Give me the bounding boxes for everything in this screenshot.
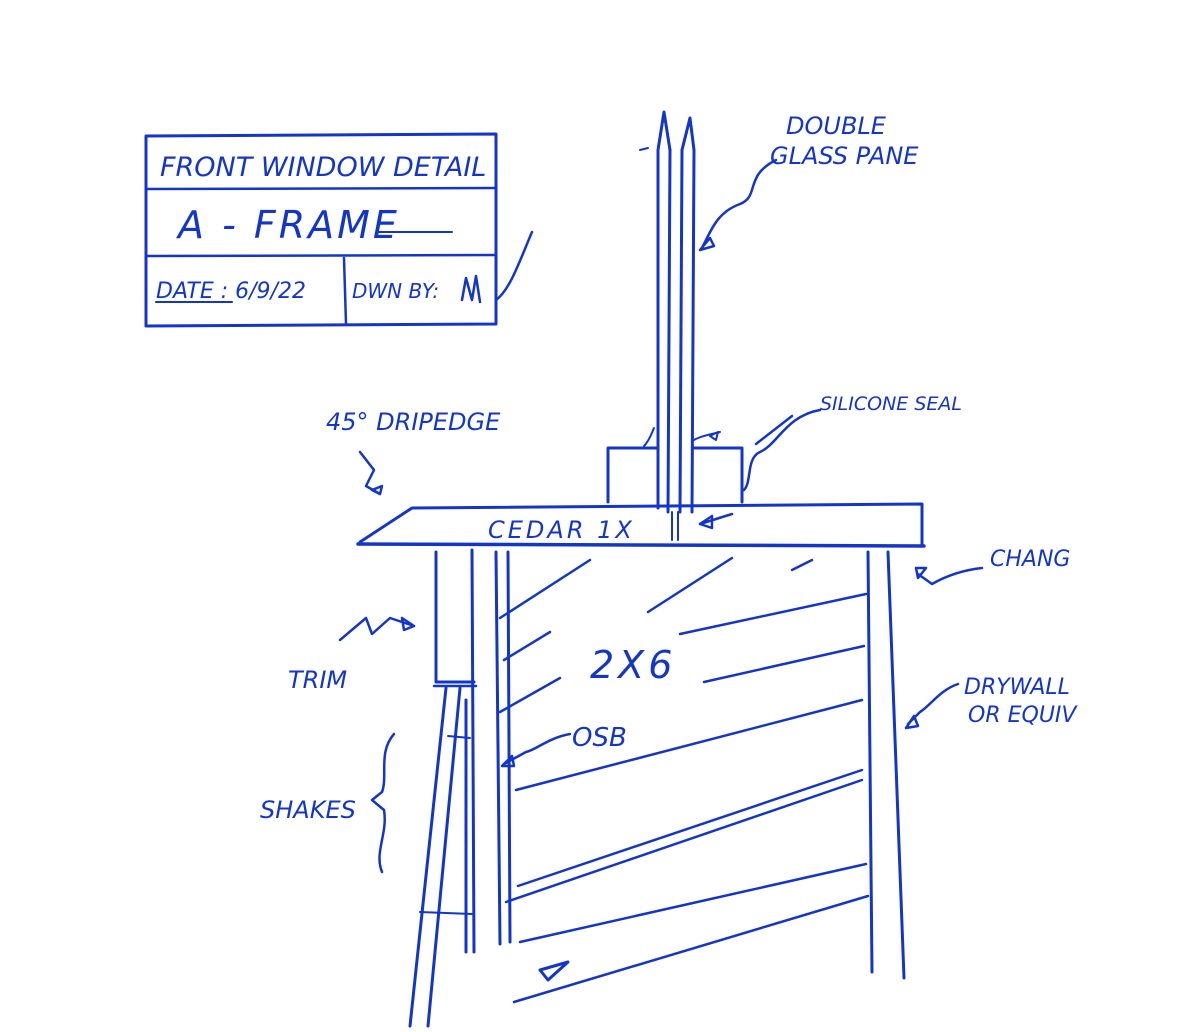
chang-leader — [916, 566, 984, 586]
glass-leader — [700, 158, 778, 250]
osb-label: OSB — [572, 723, 627, 753]
date-text: DATE : 6/9/22 — [156, 279, 306, 304]
shakes-label: SHAKES — [260, 796, 356, 824]
osb-sheathing — [470, 548, 502, 954]
drywall-leader — [906, 682, 960, 726]
drywall-label-line2: OR EQUIV — [968, 703, 1078, 728]
chang-label: CHANG — [990, 547, 1070, 572]
title-block: FRONT WINDOW DETAIL A - FRAME DATE : 6/9… — [144, 132, 534, 328]
drawn-by-text: DWN BY: — [352, 279, 439, 303]
trim-label: TRIM — [288, 666, 347, 694]
silicone-seal-blocks — [606, 427, 744, 504]
title-block-swash — [494, 230, 534, 302]
title-block-frame — [144, 132, 498, 328]
subtitle-text: A - FRAME — [175, 203, 400, 247]
initials-mark — [460, 274, 482, 304]
stud-2x6: 2X6 — [498, 550, 906, 1004]
glass-pane — [639, 110, 696, 514]
osb-leader — [502, 732, 572, 766]
trim-leader — [338, 616, 416, 642]
title-text: FRONT WINDOW DETAIL — [160, 152, 486, 183]
glass-label-line1: DOUBLE — [786, 112, 887, 140]
title-block-divider-1 — [144, 186, 498, 191]
trim-piece — [432, 550, 478, 688]
drip-edge-label: 45° DRIPEDGE — [326, 408, 501, 436]
title-block-divider-v — [342, 256, 348, 326]
title-block-divider-2 — [144, 253, 498, 258]
silicone-leader — [742, 408, 822, 492]
stud-label: 2X6 — [590, 643, 676, 687]
leader-lines — [338, 158, 984, 874]
shakes-brace — [370, 732, 396, 874]
silicone-label: SILICONE SEAL — [820, 393, 962, 415]
shakes — [408, 686, 473, 1028]
cedar-sill: CEDAR 1X — [356, 502, 926, 548]
drywall-label-line1: DRYWALL — [964, 675, 1070, 700]
glass-label-line2: GLASS PANE — [770, 142, 919, 170]
cedar-label: CEDAR 1X — [488, 516, 635, 544]
